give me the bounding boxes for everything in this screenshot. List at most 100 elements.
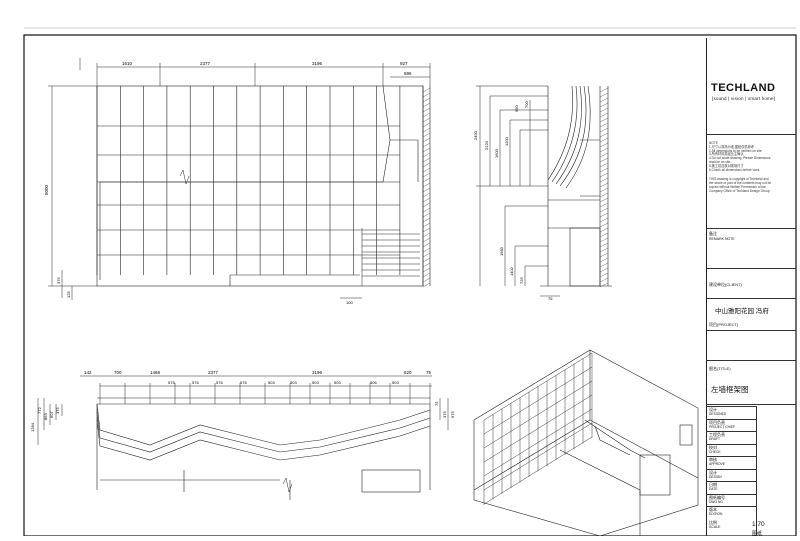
hatch-line [599,107,609,113]
field-sub: DRAFT [709,437,720,441]
field-label: 图纸编号 [709,494,725,500]
hatch-line [422,107,431,113]
hatch-line [599,182,609,188]
field-divider [706,443,756,445]
title-block [706,38,796,536]
field-sub: DATE [709,487,718,491]
hatch-line [422,267,431,273]
dim-plan-left-4: 607 [49,411,54,418]
dim-plan-left-3: 863 [43,413,48,420]
dim-plan-right-2: 375 [442,411,447,418]
hatch-line [422,252,431,258]
plan-dim-sub: 575 [168,380,175,385]
hatch-line [422,227,431,233]
remark-label: 备注 [709,231,717,236]
side-dimensions [476,85,560,297]
hatch-line [599,142,609,148]
copyright-line: copied without Written Permission of the [709,184,766,189]
plan-dim-top: 3196 [312,370,323,375]
dim-plan-left-5: 375 [55,407,60,414]
hatch-line [599,202,609,208]
note-line: 6.Check all dimensions before work. [709,167,761,172]
field-sub: EDITION [709,512,723,516]
hatch-line [422,187,431,193]
plan-ticks [99,383,431,404]
side-section-view [540,85,612,287]
note-line: 1.尺寸以现场为准,图纸仅供参考 [709,144,754,149]
field-divider [706,506,756,507]
remark-sub: REMARK NOTE [709,237,735,241]
hatch-line [422,142,431,148]
dim-elev-4: 927 [400,61,408,66]
field-label: 设计 [709,407,717,412]
dim-elev-2: 2377 [200,61,211,66]
dim-side-3: 1600 [494,148,499,158]
hatch-line [599,272,609,278]
hatch-line [599,152,609,158]
plan-dim-top: 75 [426,370,432,375]
hatch-line [422,172,431,178]
hatch-line [422,272,431,278]
scale-value: 1:70 [752,521,765,528]
isometric-frame-grid [483,352,593,505]
note-line: 3.所有材料需经业主确认 [709,152,744,157]
brand-tagline: [sound | vision | smart home] [712,96,776,101]
elevation-view [96,85,431,287]
hatch-line [422,242,431,248]
hatch-line [422,197,431,203]
hatch-line [599,137,609,143]
scale-label: 比例 [709,520,717,525]
dim-elev-bottom: 100 [346,300,353,305]
elevation-frame-grid [96,86,401,275]
dim-plan-left-2: 772 [37,407,42,414]
hatch-line [422,192,431,198]
plan-dim-sub: 503 [268,380,275,385]
hatch-line [422,112,431,118]
field-label: 校对 [709,444,717,450]
field-divider [706,406,756,407]
hatch-line [422,97,431,103]
hatch-line [599,282,609,288]
field-label: 项目负责 [709,419,725,425]
hatch-line [422,232,431,238]
hatch-line [422,182,431,188]
dim-side-5: 950 [514,105,519,112]
hatch-line [599,252,609,258]
field-label: 版本 [709,507,717,512]
hatch-line [422,282,431,288]
field-column-divider [756,406,757,536]
dim-elev-small1: 375 [56,277,61,284]
hatch-line [599,162,609,168]
plan-dim-top: 1468 [150,370,161,375]
hatch-line [599,277,609,283]
plan-dim-top: 2377 [208,370,219,375]
plan-view [96,397,431,500]
iso-horizontal [483,352,593,421]
drawing-title: 左墙框架图 [711,385,749,394]
hatch-line [599,177,609,183]
hatch-line [422,102,431,108]
sheet-label: 图纸 [752,531,763,537]
hatch-line [422,92,431,98]
side-wall-hatch [599,87,609,288]
hatch-line [599,257,609,263]
dim-side-7: 1983 [499,246,504,256]
hatch-line [599,242,609,248]
field-sub: CHECK [709,449,721,454]
dim-side-8: 1402 [509,266,514,276]
plan-dim-top: 142 [84,370,92,375]
note-line: NOTE [709,141,718,145]
hatch-line [422,207,431,213]
field-sub: DESIGN [709,474,722,479]
dim-elev-height: 5000 [44,184,49,195]
field-label: 日期 [709,482,717,487]
iso-horizontal [483,436,593,505]
field-divider [706,468,756,470]
plan-dim-sub: 576 [192,380,199,385]
field-divider [706,418,756,420]
hatch-line [599,172,609,178]
hatch-line [422,147,431,153]
